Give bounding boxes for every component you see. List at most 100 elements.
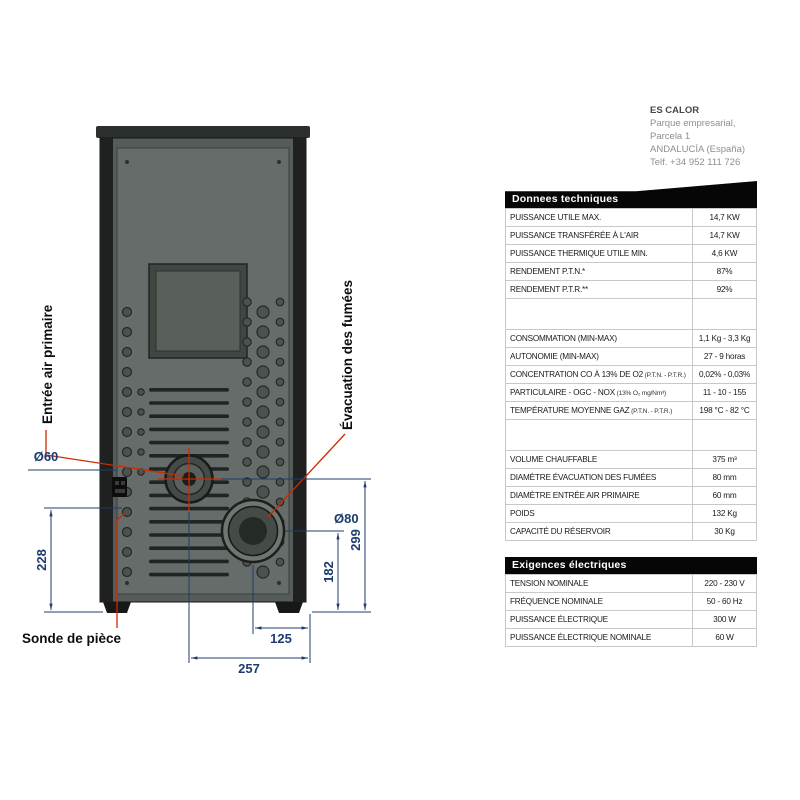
spacer-cell [505, 419, 693, 451]
row-label: FRÉQUENCE NOMINALE [505, 592, 693, 611]
dim-125: 125 [252, 565, 311, 663]
row-value: 11 - 10 - 155 [692, 383, 757, 402]
row-label: PARTICULAIRE - OGC - NOX (13% O₂ mg/Nm³) [505, 383, 693, 402]
row-label: PUISSANCE TRANSFÉRÉE À L'AIR [505, 226, 693, 245]
row-value: 87% [692, 262, 757, 281]
leader-lines [45, 430, 346, 628]
row-label-note: (13% O₂ mg/Nm³) [615, 390, 667, 397]
room-probe-leader [116, 512, 126, 628]
row-value: 27 - 9 horas [692, 347, 757, 366]
table-row: RENDEMENT P.T.R.**92% [505, 280, 757, 299]
screw-icon [125, 581, 129, 585]
electrical-requirements-title: Exigences électriques [512, 559, 627, 571]
spacer-cell [692, 419, 757, 451]
dim-d60: Ø60 [28, 449, 117, 471]
stove-body [96, 126, 310, 613]
stove-foot-right [275, 602, 303, 613]
row-label-note: (P.T.N. - P.T.R.) [629, 408, 673, 415]
table-row: CONSOMMATION (MIN-MAX)1,1 Kg - 3,3 Kg [505, 329, 757, 348]
row-value: 60 mm [692, 486, 757, 505]
dim-257: 257 [188, 512, 308, 676]
dim-257-label: 257 [238, 661, 260, 676]
dim-182-label: 182 [321, 561, 336, 583]
dim-182: 182 [285, 530, 371, 613]
row-value: 0,02% - 0,03% [692, 365, 757, 384]
perforation-holes [121, 297, 285, 579]
dim-299: 299 [221, 478, 371, 610]
dim-d60-label: Ø60 [34, 449, 59, 464]
inspection-panel [148, 263, 248, 359]
row-value: 198 °C - 82 °C [692, 401, 757, 420]
electrical-requirements-header: Exigences électriques [505, 557, 757, 574]
row-label: DIAMÈTRE ÉVACUATION DES FUMÉES [505, 468, 693, 487]
row-value: 92% [692, 280, 757, 299]
row-value: 30 Kg [692, 522, 757, 541]
row-value: 14,7 KW [692, 226, 757, 245]
company-address-line1: Parque empresarial, Parcela 1 [650, 118, 736, 142]
row-label: RENDEMENT P.T.R.** [505, 280, 693, 299]
row-value: 300 W [692, 610, 757, 629]
table-row: CONCENTRATION CO À 13% DE O2 (P.T.N. - P… [505, 365, 757, 384]
screw-icon [277, 160, 281, 164]
air-inlet-leader [45, 430, 185, 477]
company-address-line2: ANDALUCÍA (España) [650, 144, 746, 155]
row-label: RENDEMENT P.T.N.* [505, 262, 693, 281]
row-label-note: (P.T.N. - P.T.R.) [643, 372, 686, 379]
screw-icon [125, 160, 129, 164]
company-phone: Telf. +34 952 111 726 [650, 157, 741, 168]
table-row: PUISSANCE THERMIQUE UTILE MIN.4,6 KW [505, 244, 757, 263]
callout-labels: Entrée air primaire Évacuation des fumée… [22, 280, 355, 646]
stove-rear-diagram: Ø60 228 125 257 [22, 126, 371, 676]
spacer-cell [505, 298, 693, 330]
row-value: 4,6 KW [692, 244, 757, 263]
row-label: TEMPÉRATURE MOYENNE GAZ (P.T.N. - P.T.R.… [505, 401, 693, 420]
row-label: CONSOMMATION (MIN-MAX) [505, 329, 693, 348]
row-label: TENSION NOMINALE [505, 574, 693, 593]
dim-299-label: 299 [348, 529, 363, 551]
row-value: 14,7 KW [692, 208, 757, 227]
row-value: 1,1 Kg - 3,3 Kg [692, 329, 757, 348]
row-label: DIAMÈTRE ENTRÉE AIR PRIMAIRE [505, 486, 693, 505]
dim-d80-label: Ø80 [334, 511, 359, 526]
dim-228: 228 [34, 507, 122, 613]
smoke-outlet [220, 498, 286, 564]
row-label: POIDS [505, 504, 693, 523]
smoke-outlet-leader [267, 433, 346, 518]
row-label: CAPACITÉ DU RÉSERVOIR [505, 522, 693, 541]
table-row: TEMPÉRATURE MOYENNE GAZ (P.T.N. - P.T.R.… [505, 401, 757, 420]
dim-228-label: 228 [34, 549, 49, 571]
power-socket [112, 477, 127, 497]
table-spacer-row [505, 298, 757, 330]
row-label: PUISSANCE THERMIQUE UTILE MIN. [505, 244, 693, 263]
row-value: 375 m³ [692, 450, 757, 469]
row-label: AUTONOMIE (MIN-MAX) [505, 347, 693, 366]
technical-data-title: Donnees techniques [512, 193, 619, 205]
company-name: ES CALOR [650, 105, 700, 116]
table-spacer-row [505, 419, 757, 451]
table-row: PUISSANCE UTILE MAX.14,7 KW [505, 208, 757, 227]
stove-right-side-panel [293, 138, 306, 602]
stove-top-cap [96, 126, 310, 138]
row-label: VOLUME CHAUFFABLE [505, 450, 693, 469]
row-value: 132 Kg [692, 504, 757, 523]
company-info: ES CALOR Parque empresarial, Parcela 1 A… [505, 104, 757, 169]
spacer-cell [692, 298, 757, 330]
row-value: 220 - 230 V [692, 574, 757, 593]
row-label: CONCENTRATION CO À 13% DE O2 (P.T.N. - P… [505, 365, 693, 384]
air-inlet-label: Entrée air primaire [40, 304, 55, 424]
row-label: PUISSANCE ÉLECTRIQUE NOMINALE [505, 628, 693, 647]
technical-data-panel: ES CALOR Parque empresarial, Parcela 1 A… [505, 104, 757, 647]
row-value: 60 W [692, 628, 757, 647]
row-label: PUISSANCE UTILE MAX. [505, 208, 693, 227]
